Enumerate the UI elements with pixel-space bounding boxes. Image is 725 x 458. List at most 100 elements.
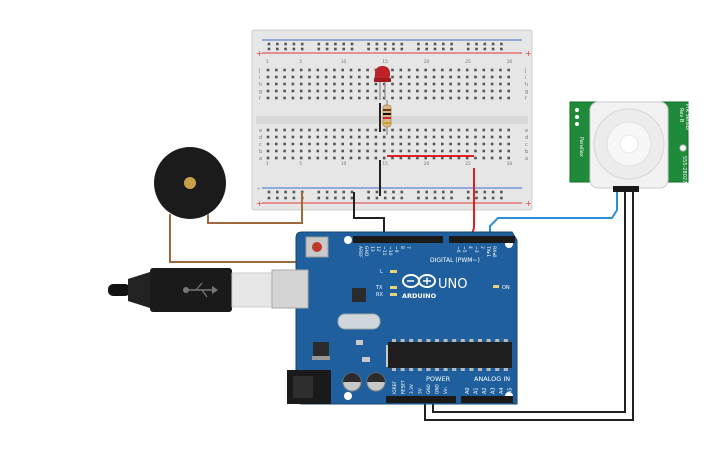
chip-pin — [460, 339, 465, 342]
breadboard-hole — [490, 89, 494, 93]
rail-hole — [300, 42, 304, 46]
breadboard-hole — [266, 142, 270, 146]
wire-buzzer-to-breadboard[interactable] — [207, 192, 303, 224]
usb-icon — [183, 282, 218, 298]
rail-hole — [325, 196, 329, 200]
rail-hole — [442, 47, 445, 51]
rail-hole — [342, 42, 345, 46]
breadboard-hole — [391, 149, 394, 153]
breadboard-hole — [474, 156, 477, 160]
breadboard-hole — [283, 149, 286, 153]
resistor[interactable] — [382, 100, 392, 135]
breadboard-hole — [283, 156, 286, 160]
wire-pir-gnd[interactable] — [432, 192, 626, 413]
rail-hole — [350, 190, 354, 194]
breadboard-hole — [283, 68, 286, 72]
center-channel — [256, 116, 528, 124]
breadboard-hole — [341, 156, 344, 160]
breadboard-hole — [266, 128, 270, 132]
breadboard-hole — [449, 82, 452, 86]
arduino-logo-icon — [402, 274, 436, 288]
breadboard-hole — [308, 135, 311, 139]
rail-hole — [450, 47, 453, 51]
breadboard-hole — [358, 135, 361, 139]
breadboard-hole — [358, 142, 361, 146]
breadboard-hole — [382, 96, 386, 100]
chip-pin — [417, 339, 422, 342]
breadboard-hole — [399, 156, 403, 160]
breadboard-hole — [424, 142, 427, 146]
breadboard-hole — [283, 135, 286, 139]
rail-hole — [433, 47, 437, 51]
breadboard-hole — [366, 89, 369, 93]
breadboard-hole — [299, 68, 303, 72]
red-led[interactable] — [374, 66, 391, 100]
row-letter: b — [525, 149, 528, 155]
breadboard-hole — [299, 96, 303, 100]
breadboard-hole — [366, 135, 369, 139]
analog-pin-label: A2 — [482, 387, 488, 394]
breadboard-hole — [391, 82, 394, 86]
breadboard-hole — [441, 96, 444, 100]
piezo-buzzer[interactable] — [154, 147, 226, 219]
atmega-chip — [388, 342, 512, 368]
rail-hole — [383, 47, 387, 51]
breadboard-hole — [366, 96, 369, 100]
breadboard-hole — [407, 89, 411, 93]
breadboard-hole — [374, 142, 378, 146]
pir-sensor[interactable]: PIR Sensor Rev B 555-28027 Parallax — [569, 101, 690, 192]
breadboard-hole — [432, 149, 436, 153]
breadboard-hole — [366, 149, 369, 153]
breadboard-hole — [308, 75, 311, 79]
digital-pin-label: ~11 — [381, 246, 387, 256]
breadboard-hole — [266, 68, 270, 72]
breadboard-hole — [291, 89, 295, 93]
column-number: 20 — [424, 59, 430, 65]
rail-hole — [334, 42, 337, 46]
breadboard-hole — [424, 75, 427, 79]
rail-hole — [383, 42, 387, 46]
usb-cable[interactable] — [108, 268, 273, 312]
breadboard-hole — [474, 128, 477, 132]
digital-pin-label: AREF — [357, 246, 363, 258]
column-number: 15 — [382, 59, 388, 65]
rail-hole — [367, 190, 370, 194]
breadboard-hole — [391, 135, 394, 139]
digital-pin-label: TX▸1 — [485, 245, 491, 257]
breadboard-hole — [316, 128, 320, 132]
rail-hole — [442, 190, 445, 194]
wire-gnd[interactable] — [353, 192, 385, 240]
breadboard-hole — [457, 75, 461, 79]
breadboard-hole — [465, 89, 469, 93]
rail-hole — [491, 190, 495, 194]
breadboard-hole — [333, 149, 336, 153]
breadboard-hole — [341, 96, 344, 100]
breadboard-hole — [283, 89, 286, 93]
rail-hole — [300, 47, 304, 51]
breadboard-hole — [407, 68, 411, 72]
wire-pir-signal[interactable] — [489, 190, 618, 240]
breadboard-hole — [391, 156, 394, 160]
breadboard-hole — [275, 89, 278, 93]
row-letter: d — [259, 135, 262, 141]
breadboard-hole — [324, 89, 328, 93]
breadboard-hole — [424, 135, 427, 139]
breadboard-hole — [308, 128, 311, 132]
chip-pin — [400, 339, 405, 342]
breadboard-hole — [382, 142, 386, 146]
rail-hole — [383, 190, 387, 194]
breadboard-hole — [482, 68, 486, 72]
wire-pir-vcc[interactable] — [424, 192, 634, 421]
rail-hole — [375, 190, 379, 194]
breadboard-hole — [399, 68, 403, 72]
breadboard-hole — [275, 135, 278, 139]
breadboard-hole — [482, 75, 486, 79]
power-pin-label: RESET — [401, 380, 407, 394]
breadboard-hole — [499, 96, 502, 100]
breadboard-hole — [449, 156, 452, 160]
rail-hole — [317, 196, 321, 200]
power-label: POWER — [426, 375, 451, 383]
breadboard-hole — [407, 142, 411, 146]
